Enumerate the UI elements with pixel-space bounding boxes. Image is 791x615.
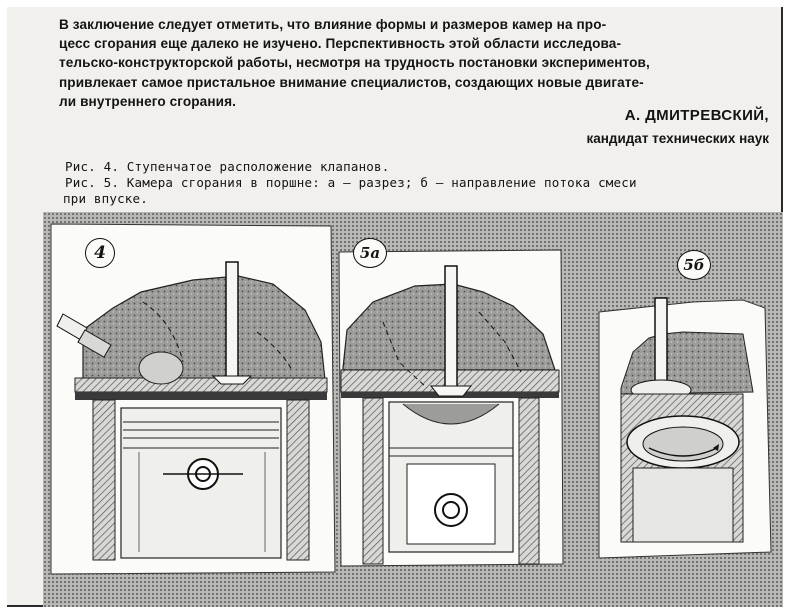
caption-fig4: Рис. 4. Ступенчатое расположение клапано… xyxy=(65,159,390,174)
illustration-drawing xyxy=(50,223,772,575)
magazine-page: В заключение следует отметить, что влиян… xyxy=(7,7,783,607)
author-degree: кандидат технических наук xyxy=(586,131,769,146)
paragraph-line: цесс сгорания еще далеко не изучено. Пер… xyxy=(59,36,622,52)
figure-5a-piston-cutaway xyxy=(338,249,564,567)
figure-4-engine-cutaway xyxy=(50,223,336,575)
caption-fig5-continued: при впуске. xyxy=(63,191,148,206)
article-paragraph: В заключение следует отметить, что влиян… xyxy=(59,15,789,111)
figure-5a-label: 5а xyxy=(353,238,387,268)
paragraph-line: ли внутреннего сгорания. xyxy=(59,93,237,109)
paragraph-line: тельско-конструкторской работы, несмотря… xyxy=(59,55,650,71)
paragraph-line: привлекает самое пристальное внимание сп… xyxy=(59,74,644,90)
engine-illustration: 4 5а 5б xyxy=(43,212,783,607)
author-name: А. ДМИТРЕВСКИЙ, xyxy=(624,107,769,124)
spark-plug-icon xyxy=(56,313,112,358)
figure-5b-label: 5б xyxy=(677,250,711,280)
paragraph-line: В заключение следует отметить, что влиян… xyxy=(59,17,607,32)
caption-fig5: Рис. 5. Камера сгорания в поршне: а — ра… xyxy=(65,175,637,190)
figure-4-label: 4 xyxy=(85,238,115,268)
figure-5b-flow-direction xyxy=(598,297,772,559)
